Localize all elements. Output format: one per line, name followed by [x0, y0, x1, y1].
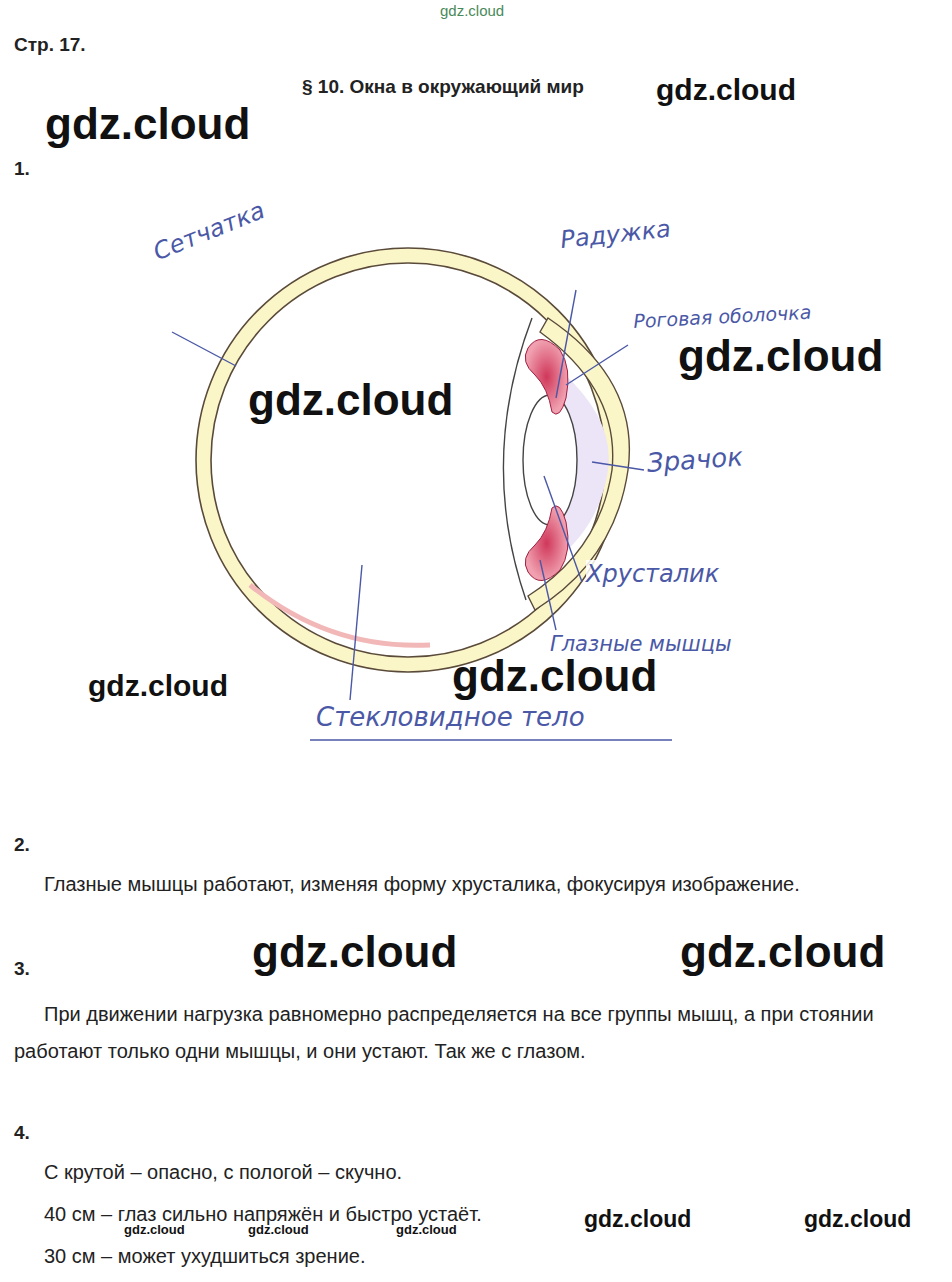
- part-label: Стекловидное тело: [316, 702, 585, 733]
- part-label: Радужка: [559, 215, 672, 255]
- part-label: Хрусталик: [586, 560, 719, 589]
- underline: [310, 739, 672, 740]
- watermark: gdz.cloud: [804, 1206, 911, 1234]
- leader-line: [592, 462, 644, 470]
- watermark: gdz.cloud: [396, 1222, 457, 1238]
- task-number: 3.: [14, 958, 30, 981]
- lens: [523, 395, 577, 525]
- watermark: gdz.cloud: [440, 2, 504, 20]
- watermark: gdz.cloud: [88, 668, 228, 704]
- answer-text: При движении нагрузка равномерно распред…: [14, 996, 944, 1070]
- iris-top: [525, 339, 568, 414]
- task-number: 1.: [14, 158, 30, 181]
- leader-line: [540, 560, 556, 630]
- leader-line: [544, 476, 582, 582]
- watermark: gdz.cloud: [584, 1206, 691, 1234]
- answer-text: 30 см – может ухудшиться зрение.: [44, 1244, 366, 1268]
- watermark: gdz.cloud: [252, 926, 457, 979]
- task-number: 2.: [14, 834, 30, 857]
- page-number: Стр. 17.: [14, 34, 86, 57]
- leader-line: [566, 345, 628, 385]
- watermark: gdz.cloud: [248, 374, 453, 427]
- leader-line: [172, 332, 236, 366]
- answer-text: С крутой – опасно, с пологой – скучно.: [44, 1160, 402, 1184]
- watermark: gdz.cloud: [678, 330, 883, 383]
- retina-tint: [250, 585, 430, 645]
- leader-line: [556, 290, 576, 398]
- part-label: Зрачок: [646, 441, 744, 479]
- watermark: gdz.cloud: [45, 98, 250, 151]
- watermark: gdz.cloud: [248, 1222, 309, 1238]
- watermark: gdz.cloud: [452, 650, 657, 703]
- section-title: § 10. Окна в окружающий мир: [302, 76, 584, 99]
- watermark: gdz.cloud: [124, 1222, 185, 1238]
- part-label: Сетчатка: [149, 196, 269, 267]
- sclera: [196, 248, 620, 672]
- leader-line: [350, 565, 362, 700]
- part-label: Роговая оболочка: [633, 301, 812, 333]
- iris-bottom: [525, 506, 568, 581]
- task-number: 4.: [14, 1122, 30, 1145]
- watermark: gdz.cloud: [656, 72, 796, 108]
- watermark: gdz.cloud: [680, 926, 885, 979]
- answer-text: Глазные мышцы работают, изменяя форму хр…: [44, 872, 800, 896]
